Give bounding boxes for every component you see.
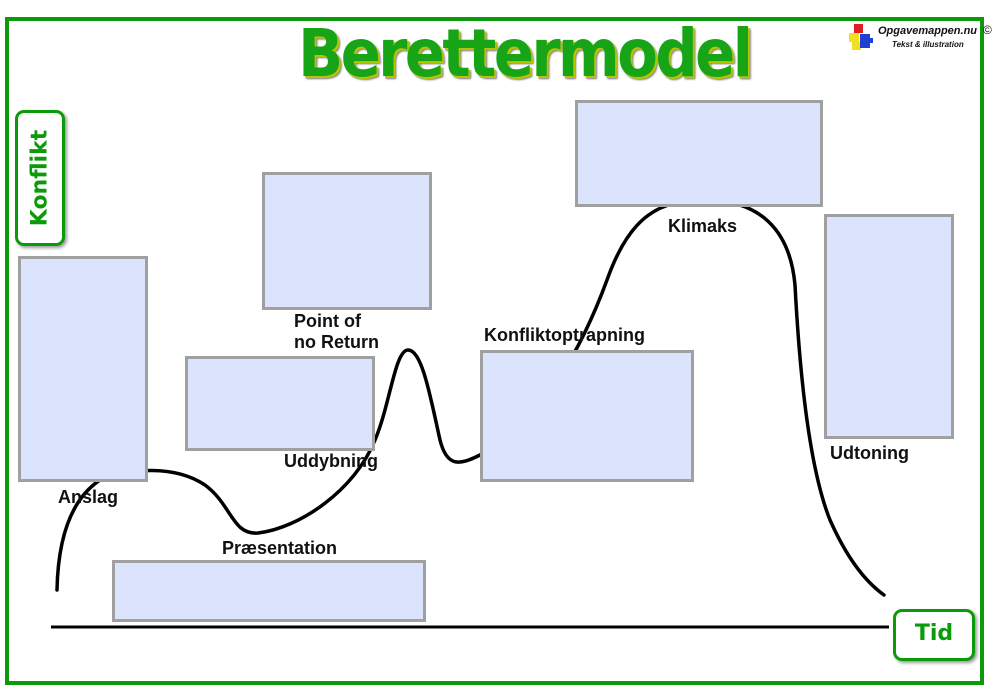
tension-curve — [55, 198, 886, 597]
x-axis-badge: Tid — [893, 609, 975, 661]
puzzle-pieces-icon — [849, 24, 873, 50]
logo-title-row: Opgavemappen.nu © — [878, 24, 992, 38]
udtoning-label: Udtoning — [830, 443, 909, 463]
uddybning-answer-box[interactable] — [185, 356, 375, 451]
konfliktoptrapning-label: Konfliktoptrapning — [484, 325, 645, 345]
point-of-no-return-label-line2: no Return — [294, 332, 379, 352]
point-of-no-return-answer-box[interactable] — [262, 172, 432, 310]
klimaks-label: Klimaks — [668, 216, 738, 236]
logo: Opgavemappen.nu © Tekst & illustration — [849, 24, 992, 54]
copyright-symbol: © — [983, 23, 992, 37]
anslag-answer-box[interactable] — [18, 256, 148, 482]
praesentation-answer-box[interactable] — [112, 560, 426, 622]
konfliktoptrapning-answer-box[interactable] — [480, 350, 694, 482]
logo-site-name: Opgavemappen.nu — [878, 25, 978, 37]
point-of-no-return-label-line1: Point of — [294, 311, 361, 331]
x-axis-label: Tid — [914, 621, 954, 646]
klimaks-answer-box[interactable] — [575, 100, 823, 207]
y-axis-badge: Konflikt — [15, 110, 65, 246]
logo-text: Opgavemappen.nu © Tekst & illustration — [878, 24, 992, 50]
praesentation-label: Præsentation — [222, 538, 338, 558]
udtoning-answer-box[interactable] — [824, 214, 954, 439]
uddybning-label: Uddybning — [284, 451, 378, 471]
anslag-label: Anslag — [58, 487, 119, 507]
page-frame — [5, 17, 984, 685]
logo-subtitle: Tekst & illustration — [892, 40, 964, 49]
